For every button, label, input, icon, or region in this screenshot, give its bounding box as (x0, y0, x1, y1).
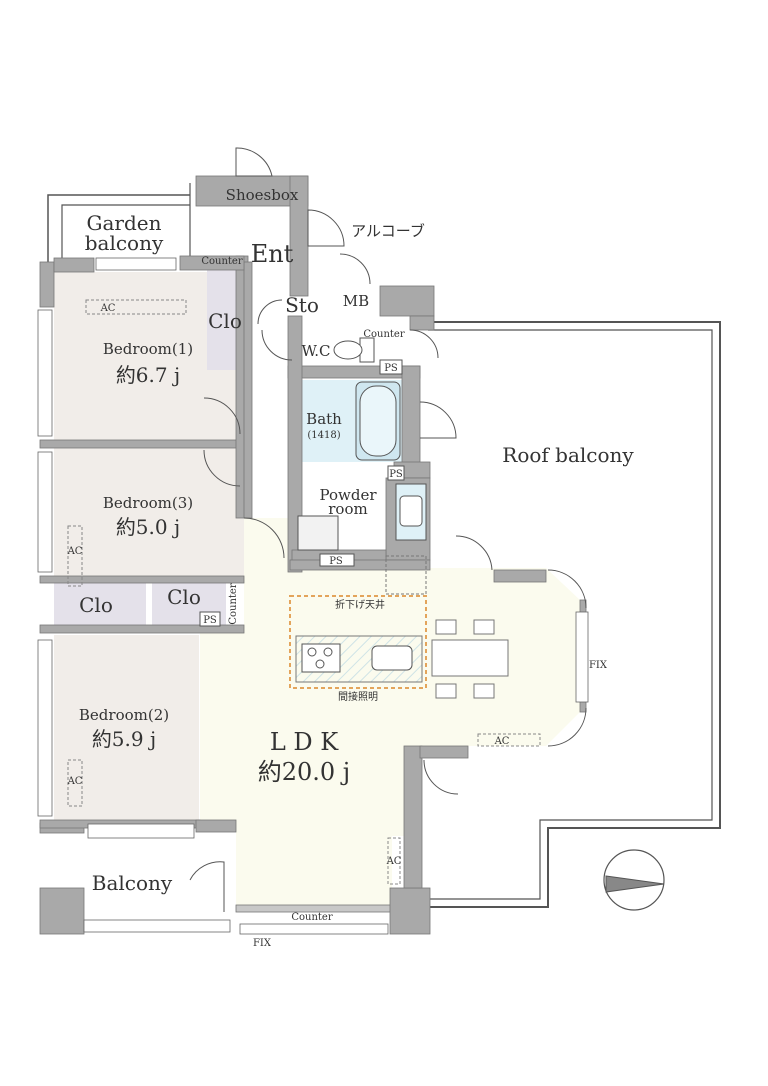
indirect-lighting-label: 間接照明 (338, 690, 378, 703)
dining-chairs (435, 619, 495, 699)
counter-entry-label: Counter (201, 256, 242, 267)
upper-cabinet (385, 555, 427, 595)
garden-balcony-label-2: balcony (85, 231, 164, 255)
mb-label: MB (343, 292, 369, 310)
bedroom2-ac: AC (67, 776, 83, 787)
bedroom2-size: 約5.9 j (92, 727, 156, 751)
balcony-floor (84, 842, 230, 922)
shoesbox-label: Shoesbox (226, 186, 299, 204)
closet1-label: Clo (208, 309, 242, 333)
closet2-label: Clo (79, 593, 113, 617)
island-table (431, 639, 509, 677)
ldk-ac2-label: AC (386, 856, 402, 867)
ac-markers (67, 299, 541, 885)
counter-wc-label: Counter (363, 329, 404, 340)
closet2-floor (54, 583, 146, 625)
toilet-icon (333, 337, 375, 363)
ps2-label: PS (389, 469, 403, 480)
sto-label: Sto (285, 293, 319, 317)
bedroom1-ac: AC (100, 303, 116, 314)
ldk-size: 約20.0 j (258, 758, 351, 786)
garden-balcony-area (47, 183, 191, 262)
bedroom3-floor (54, 448, 244, 576)
vanity-sink (395, 483, 427, 541)
powder-room-label: Powder (319, 486, 377, 504)
sink-icon (371, 645, 413, 671)
door-swings (189, 147, 587, 912)
counter-bottom-label: Counter (291, 912, 332, 923)
bedroom1-name: Bedroom(1) (103, 340, 193, 358)
compass-icon (603, 849, 665, 911)
balcony-label: Balcony (92, 871, 173, 895)
bath-label: Bath (306, 410, 342, 428)
alcove-label: アルコーブ (351, 222, 425, 240)
bedroom3-size: 約5.0 j (116, 515, 180, 539)
ps4-label: PS (203, 615, 217, 626)
bedroom3-ac: AC (67, 546, 83, 557)
powder-room-label-2: room (328, 500, 367, 518)
dropped-ceiling-zone (289, 595, 427, 689)
ps-boxes (199, 359, 405, 627)
windows (37, 257, 589, 935)
bedroom1-size: 約6.7 j (116, 363, 180, 387)
wc-label: W.C (301, 342, 330, 360)
washer (297, 515, 339, 551)
fix-bottom-label: FIX (253, 938, 272, 949)
ldk-name: L D K (270, 728, 339, 756)
counter-mid-label: Counter (228, 583, 239, 624)
bedroom3-name: Bedroom(3) (103, 494, 193, 512)
labels: Shoesbox Garden balcony アルコーブ Counter En… (67, 186, 635, 949)
ps3-label: PS (329, 556, 343, 567)
bath-size: (1418) (307, 430, 340, 441)
roof-balcony-area (420, 321, 721, 908)
ent-label: Ent (251, 240, 294, 268)
garden-balcony-label: Garden (87, 211, 162, 235)
bedroom2-name: Bedroom(2) (79, 706, 169, 724)
roof-balcony-label: Roof balcony (502, 443, 634, 467)
kitchen (289, 555, 509, 699)
ps1-label: PS (384, 363, 398, 374)
ldk-floor (200, 518, 580, 912)
closet3-label: Clo (167, 585, 201, 609)
dropped-ceiling-label: 折下げ天井 (335, 598, 385, 611)
bedroom2-floor (54, 635, 199, 823)
ldk-ac-label: AC (494, 736, 510, 747)
fix-right-label: FIX (589, 660, 608, 671)
bathtub-icon (355, 381, 401, 461)
stove-icon (301, 643, 341, 673)
